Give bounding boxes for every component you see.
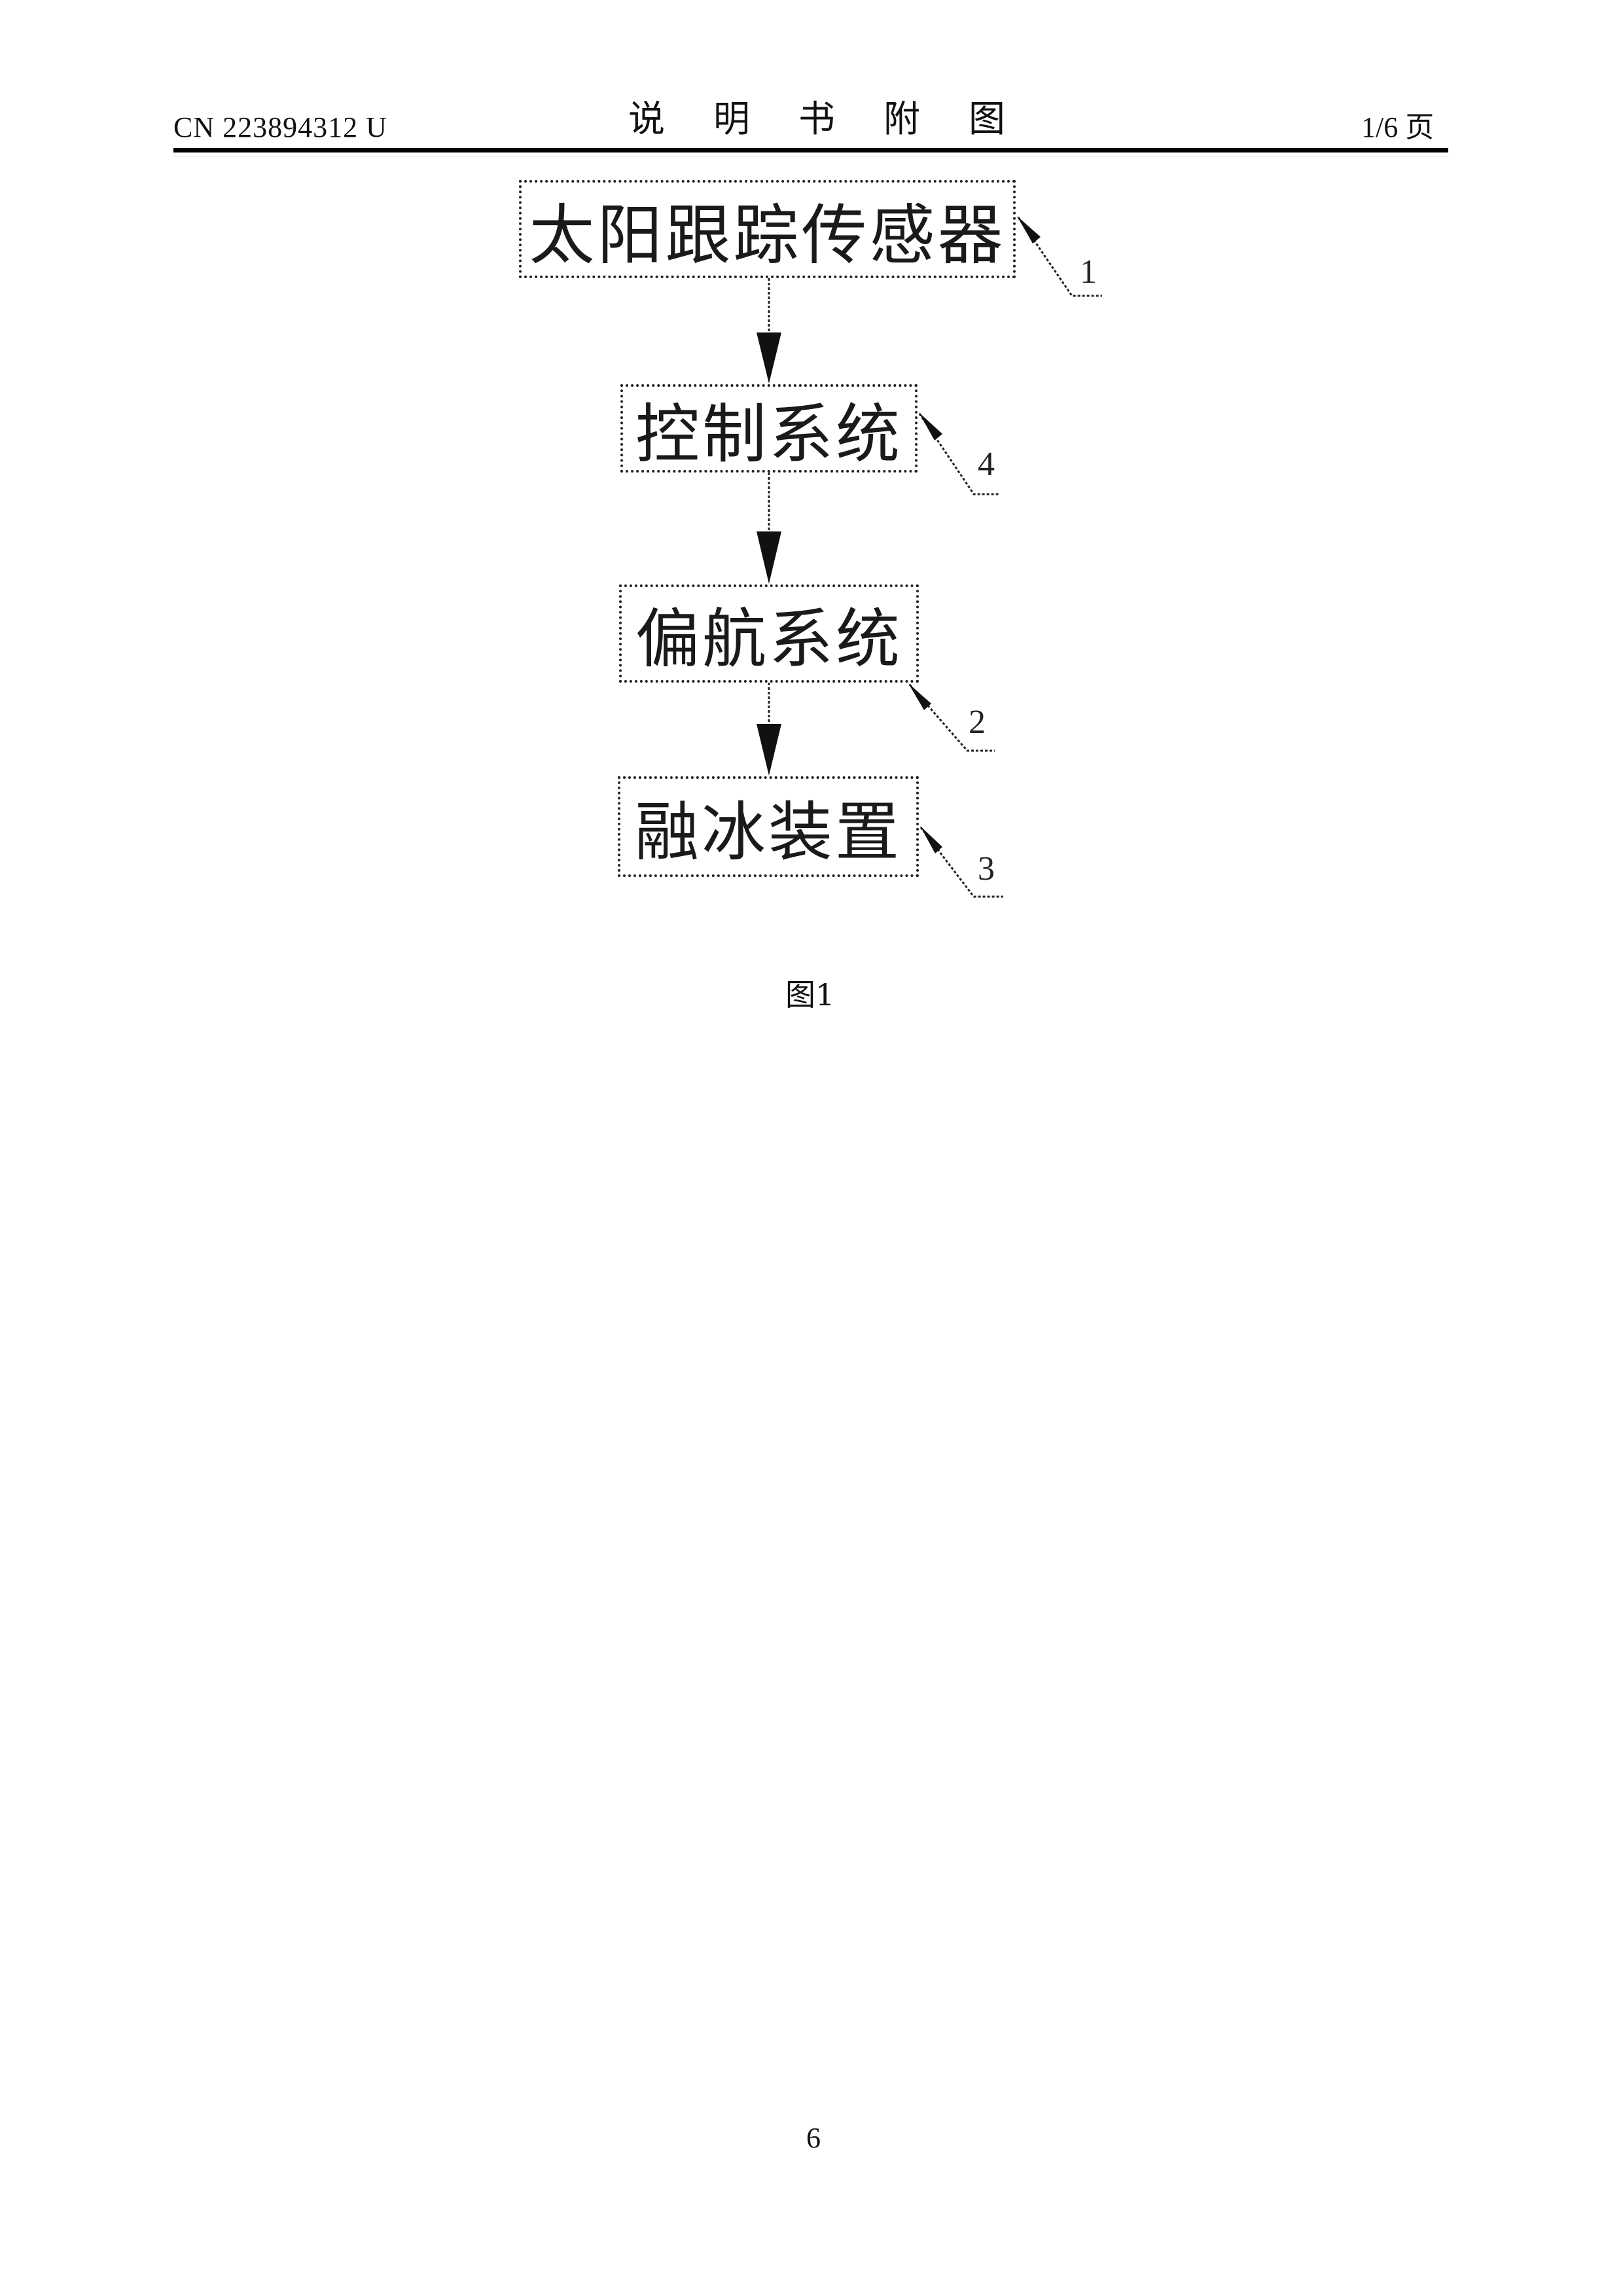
title-char: 图	[969, 98, 1005, 141]
page-number: 6	[806, 2122, 821, 2154]
title-char: 附	[883, 98, 920, 141]
figure-caption: 图1	[785, 977, 835, 1013]
leader-line-2	[908, 684, 995, 752]
box-label: 偏航系统	[635, 602, 902, 677]
leader-arrowhead-icon	[908, 683, 931, 710]
box-label: 太阳跟踪传感器	[529, 196, 1006, 274]
arrowhead-down-icon	[757, 724, 781, 776]
leader-arrowhead-icon	[1017, 216, 1041, 243]
leader-arrowhead-icon	[919, 412, 942, 440]
page-title: 说明书附图	[628, 97, 1005, 143]
title-char: 书	[798, 98, 835, 141]
leader-arrowhead-icon	[920, 826, 942, 853]
box-control-system: 控制系统	[620, 384, 918, 473]
box-ice-melting-device: 融冰装置	[618, 776, 919, 877]
leader-line-4	[918, 413, 1000, 495]
box-yaw-system: 偏航系统	[619, 584, 919, 683]
header-rule	[173, 148, 1448, 152]
ref-numeral-1: 1	[1080, 253, 1097, 291]
page-indicator: 1/6 页	[1361, 111, 1435, 143]
patent-number: CN 223894312 U	[173, 111, 387, 143]
leader-line-1	[1017, 217, 1102, 297]
box-sun-tracking-sensor: 太阳跟踪传感器	[519, 180, 1016, 278]
box-label: 融冰装置	[634, 795, 902, 870]
box-label: 控制系统	[635, 397, 902, 472]
arrowhead-down-icon	[757, 332, 781, 384]
arrowhead-down-icon	[757, 531, 781, 584]
title-char: 说	[628, 98, 665, 141]
title-char: 明	[713, 98, 750, 141]
ref-numeral-4: 4	[978, 446, 995, 483]
ref-numeral-3: 3	[978, 850, 995, 888]
ref-numeral-2: 2	[969, 704, 986, 741]
